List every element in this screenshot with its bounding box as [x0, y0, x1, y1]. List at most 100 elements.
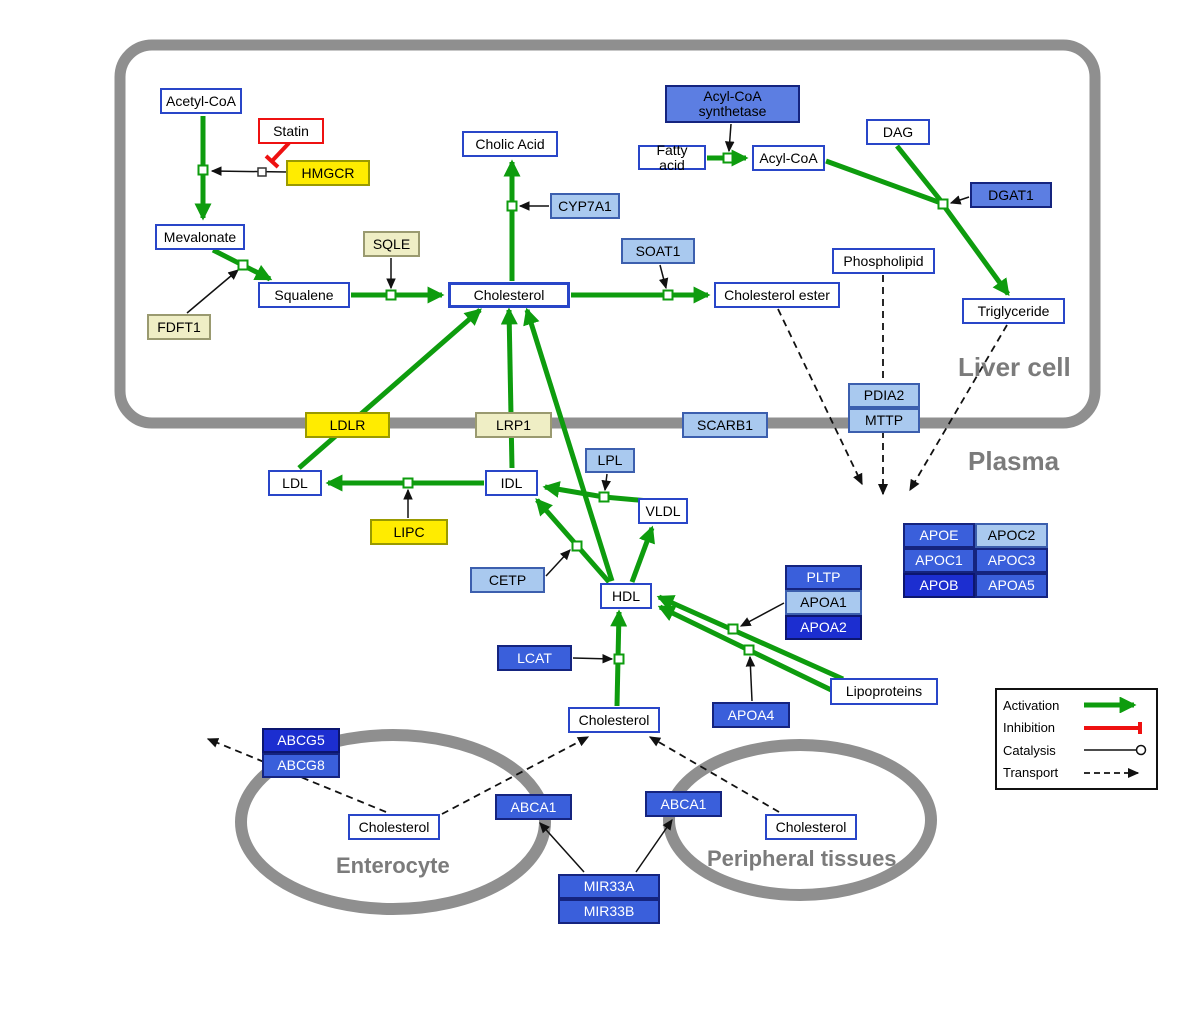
node-ldl[interactable]: LDL [268, 470, 322, 496]
node-pdia2[interactable]: PDIA2 [848, 383, 920, 408]
node-hdl[interactable]: HDL [600, 583, 652, 609]
catalysis-acylcoa-synthetase [724, 123, 735, 153]
legend-box: Activation Inhibition Catalysis Transpor… [995, 688, 1158, 790]
node-squalene[interactable]: Squalene [258, 282, 350, 308]
activation-arrow-icon [1084, 697, 1137, 713]
catalysis-apoa4 [745, 655, 756, 702]
activation-acylcoa-junction [825, 158, 942, 206]
node-statin[interactable]: Statin [258, 118, 324, 144]
activation-hdl-cholesterol-liver [523, 307, 615, 582]
legend-catalysis-label: Catalysis [1003, 742, 1056, 758]
node-abca1-enterocyte[interactable]: ABCA1 [495, 794, 572, 820]
catalysis-soat1 [658, 264, 669, 290]
legend-transport-label: Transport [1003, 765, 1059, 781]
plasma-label: Plasma [968, 446, 1060, 476]
node-abcg8[interactable]: ABCG8 [262, 753, 340, 778]
transport-peripheral-cholesterol-plasma [648, 736, 780, 813]
catalysis-edges [186, 123, 970, 873]
catalysis-cetp [545, 549, 571, 577]
node-apob[interactable]: APOB [903, 573, 975, 598]
node-pltp[interactable]: PLTP [785, 565, 862, 590]
node-lrp1[interactable]: LRP1 [475, 412, 552, 438]
node-acyl-coa-synthetase[interactable]: Acyl-CoA synthetase [665, 85, 800, 123]
arrow-mir33-abca1-peripheral [635, 819, 673, 873]
node-mevalonate[interactable]: Mevalonate [155, 224, 245, 250]
catalysis-circle-icon [1084, 745, 1147, 756]
node-cetp[interactable]: CETP [470, 567, 545, 593]
node-idl[interactable]: IDL [485, 470, 538, 496]
enterocyte-label: Enterocyte [336, 853, 450, 878]
node-apoe[interactable]: APOE [903, 523, 975, 548]
statin-anchor-square [257, 167, 267, 177]
node-dag[interactable]: DAG [866, 119, 930, 145]
catalysis-lpl [601, 473, 611, 492]
node-apoa1[interactable]: APOA1 [785, 590, 862, 615]
node-dgat1[interactable]: DGAT1 [970, 182, 1052, 208]
reaction-node-squares [197, 152, 949, 665]
activation-hdl-vldl [629, 525, 655, 583]
node-ldlr[interactable]: LDLR [305, 412, 390, 438]
node-cholesterol-plasma[interactable]: Cholesterol [568, 707, 660, 733]
node-triglyceride[interactable]: Triglyceride [962, 298, 1065, 324]
activation-vldl-idl [542, 481, 650, 504]
node-vldl[interactable]: VLDL [638, 498, 688, 524]
node-lipc[interactable]: LIPC [370, 519, 448, 545]
node-lpl[interactable]: LPL [585, 448, 635, 473]
node-lipoproteins[interactable]: Lipoproteins [830, 678, 938, 705]
catalysis-dgat1 [949, 195, 970, 205]
node-hmgcr[interactable]: HMGCR [286, 160, 370, 186]
node-mttp[interactable]: MTTP [848, 408, 920, 433]
node-sqle[interactable]: SQLE [363, 231, 420, 257]
inhibition-tbar-icon [1084, 721, 1142, 734]
activation-idl-cholesterol-via-lrp1 [500, 307, 518, 469]
liver-cell-label: Liver cell [958, 352, 1071, 382]
activation-ldl-cholesterol-via-ldlr [297, 308, 482, 470]
legend-catalysis: Catalysis [1003, 739, 1150, 761]
node-apoa4[interactable]: APOA4 [712, 702, 790, 728]
node-scarb1[interactable]: SCARB1 [682, 412, 768, 438]
node-apoa5[interactable]: APOA5 [975, 573, 1048, 598]
node-apoc3[interactable]: APOC3 [975, 548, 1048, 573]
catalysis-hmgcr [210, 166, 288, 176]
node-apoc2[interactable]: APOC2 [975, 523, 1048, 548]
legend-transport: Transport [1003, 762, 1150, 784]
transport-triglyceride-plasma [909, 324, 1008, 492]
node-cyp7a1[interactable]: CYP7A1 [550, 193, 620, 219]
liver-cell-membrane [114, 39, 1101, 429]
legend-inhibition: Inhibition [1003, 717, 1150, 739]
catalysis-apoa-block [739, 602, 785, 627]
node-fatty-acid[interactable]: Fatty acid [638, 142, 706, 172]
activation-junction-triglyceride [941, 204, 1011, 297]
legend-inhibition-label: Inhibition [1003, 720, 1056, 736]
catalysis-fdft1 [186, 269, 239, 314]
node-fdft1[interactable]: FDFT1 [147, 314, 211, 340]
transport-dashed-arrow-icon [1084, 767, 1140, 779]
node-cholesterol-ester[interactable]: Cholesterol ester [714, 282, 840, 308]
node-apoc1[interactable]: APOC1 [903, 548, 975, 573]
arrow-mir33-abca1-enterocyte [539, 822, 585, 873]
node-cholic-acid[interactable]: Cholic Acid [462, 131, 558, 157]
node-abca1-peripheral[interactable]: ABCA1 [645, 791, 722, 817]
node-soat1[interactable]: SOAT1 [621, 238, 695, 264]
node-lcat[interactable]: LCAT [497, 645, 572, 671]
node-abcg5[interactable]: ABCG5 [262, 728, 340, 753]
activation-lipoproteins-hdl-2 [657, 604, 858, 705]
activation-lipoproteins-hdl-1 [656, 594, 845, 682]
node-mir33a[interactable]: MIR33A [558, 874, 660, 899]
node-acyl-coa[interactable]: Acyl-CoA [752, 145, 825, 171]
catalysis-lcat [572, 653, 614, 664]
node-cholesterol-liver[interactable]: Cholesterol [448, 282, 570, 308]
transport-enterocyte-cholesterol-plasma [441, 736, 590, 815]
transport-cholesterolester-plasma [777, 308, 863, 486]
node-acetyl-coa[interactable]: Acetyl-CoA [160, 88, 242, 114]
node-phospholipid[interactable]: Phospholipid [832, 248, 935, 274]
node-mir33b[interactable]: MIR33B [558, 899, 660, 924]
node-cholesterol-peripheral[interactable]: Cholesterol [765, 814, 857, 840]
node-apoa2[interactable]: APOA2 [785, 615, 862, 640]
node-cholesterol-enterocyte[interactable]: Cholesterol [348, 814, 440, 840]
legend-activation: Activation [1003, 694, 1150, 716]
legend-activation-label: Activation [1003, 697, 1060, 713]
inhibition-edge-statin-hmgcr [264, 141, 291, 169]
